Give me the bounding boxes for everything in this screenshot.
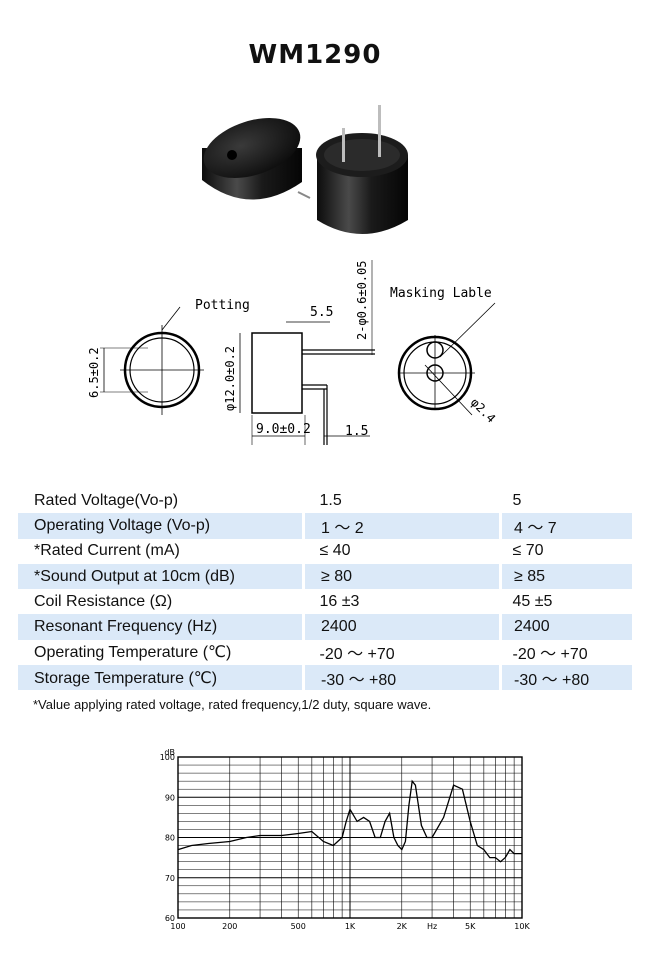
- x-tick-label: 1K: [345, 922, 356, 931]
- spec-label: *Rated Current (mA): [34, 542, 180, 560]
- spec-value-2: -20 ～ +70: [512, 646, 588, 664]
- spec-row: Rated Voltage(Vo-p) 1.5 5: [18, 488, 632, 513]
- dim-pin-offset: 1.5: [345, 424, 368, 439]
- spec-label: Operating Voltage (Vo-p): [18, 513, 304, 539]
- product-photo: [202, 105, 408, 234]
- spec-label: Storage Temperature (℃): [18, 665, 304, 691]
- masking-label: Masking Lable: [390, 286, 492, 301]
- x-tick-label: 100: [170, 922, 185, 931]
- spec-label: *Sound Output at 10cm (dB): [18, 563, 304, 590]
- spec-row: *Sound Output at 10cm (dB)≥ 80≥ 85: [18, 563, 632, 590]
- spec-value-1: -30 ～ +80: [302, 665, 502, 691]
- y-tick-label: 100: [160, 753, 175, 762]
- spec-value-2: 45 ±5: [512, 592, 553, 610]
- spec-label: Coil Resistance (Ω): [34, 592, 173, 610]
- spec-row: Storage Temperature (℃)-30 ～ +80-30 ～ +8…: [18, 665, 632, 691]
- spec-value-2: ≤ 70: [512, 542, 544, 560]
- y-tick-label: 60: [165, 914, 175, 923]
- y-tick-label: 90: [165, 793, 175, 802]
- x-tick-label: 200: [222, 922, 237, 931]
- dim-left-height: 6.5±0.2: [87, 347, 101, 398]
- dim-pin: 2-φ0.6±0.05: [355, 261, 369, 340]
- dim-diameter: φ12.0±0.2: [223, 346, 237, 411]
- response-curve: [177, 779, 522, 863]
- spec-value-2: 5: [512, 491, 522, 509]
- x-tick-label: 10K: [514, 922, 530, 931]
- plot-frame: [177, 756, 523, 919]
- potting-label: Potting: [195, 298, 250, 313]
- spec-label: Resonant Frequency (Hz): [18, 614, 304, 640]
- y-axis-label: dB: [164, 748, 175, 757]
- y-tick-label: 70: [165, 874, 175, 883]
- spec-value-1: 2400: [302, 614, 502, 640]
- x-tick-label: 2K: [397, 922, 408, 931]
- page-title: WM1290: [248, 40, 382, 70]
- dim-width: 5.5: [310, 305, 333, 320]
- y-tick-label: 80: [165, 834, 175, 843]
- spec-value-2: 2400: [500, 614, 632, 640]
- spec-value-1: ≤ 40: [319, 542, 351, 560]
- spec-label: Operating Temperature (℃): [34, 644, 232, 662]
- buzzer-front-view: [202, 118, 311, 200]
- spec-row: *Rated Current (mA) ≤ 40 ≤ 70: [18, 539, 632, 564]
- spec-value-1: 1.5: [319, 491, 342, 509]
- dim-right-dia: φ2.4: [468, 395, 498, 425]
- x-tick-label: Hz: [427, 922, 437, 931]
- spec-value-2: -30 ～ +80: [500, 665, 632, 691]
- spec-row: Coil Resistance (Ω) 16 ±3 45 ±5: [18, 589, 632, 614]
- x-tick-label: 500: [291, 922, 306, 931]
- spec-value-2: 4 ～ 7: [500, 513, 632, 539]
- buzzer-back-view: [316, 105, 408, 234]
- dim-height: 9.0±0.2: [256, 422, 311, 437]
- x-tick-label: 5K: [465, 922, 476, 931]
- spec-value-1: 16 ±3: [319, 592, 360, 610]
- spec-value-1: -20 ～ +70: [319, 646, 395, 664]
- spec-value-1: ≥ 80: [302, 563, 502, 590]
- dimension-drawing: Potting Masking Lable 5.5 2-φ0.6±0.05 6.…: [87, 260, 498, 445]
- spec-row: Operating Temperature (℃) -20 ～ +70 -20 ～ …: [18, 640, 632, 665]
- spec-value-2: ≥ 85: [500, 563, 632, 590]
- spec-label: Rated Voltage(Vo-p): [34, 491, 179, 509]
- spec-value-1: 1 ～ 2: [302, 513, 502, 539]
- footnote: *Value applying rated voltage, rated fre…: [33, 697, 432, 712]
